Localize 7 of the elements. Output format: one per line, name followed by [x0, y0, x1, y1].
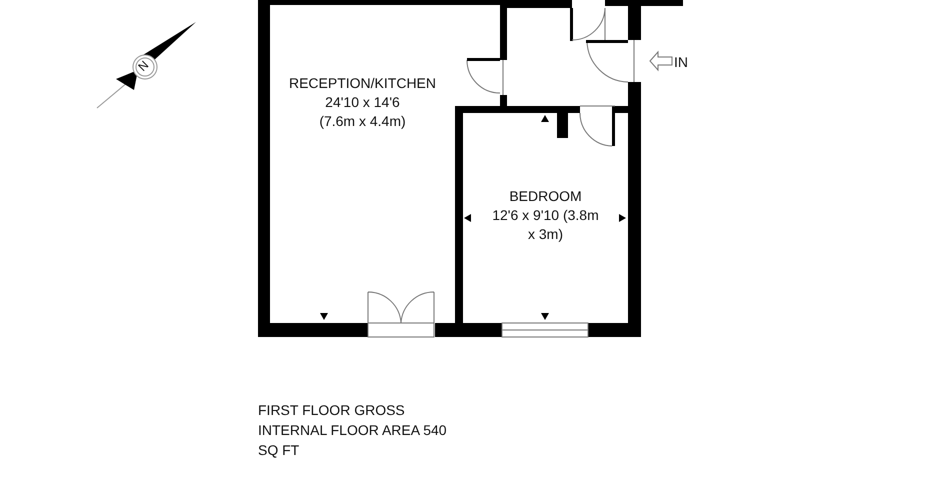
room-dimensions: 12'6 x 9'10 (3.8m x 3m)	[491, 206, 600, 244]
room-dimensions: 24'10 x 14'6 (7.6m x 4.4m)	[318, 93, 407, 131]
compass-letter: N	[135, 58, 152, 74]
entrance-label: IN	[674, 53, 688, 72]
floor-area-note: FIRST FLOOR GROSS INTERNAL FLOOR AREA 540 SQ FT	[258, 401, 448, 460]
room-name: BEDROOM	[508, 187, 583, 206]
room-name: RECEPTION/KITCHEN	[288, 74, 437, 93]
